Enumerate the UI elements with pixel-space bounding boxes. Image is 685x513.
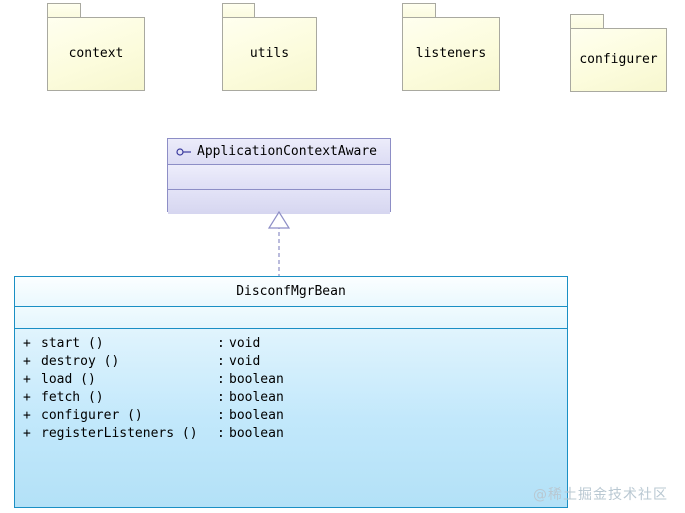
package-tab xyxy=(570,14,604,28)
package-tab xyxy=(402,3,436,17)
method-separator: : xyxy=(217,408,225,423)
method-visibility: + xyxy=(23,390,31,405)
method-return-type: void xyxy=(229,354,261,369)
method-visibility: + xyxy=(23,426,31,441)
interface-applicationcontextaware[interactable]: ApplicationContextAware xyxy=(167,138,391,214)
class-operations-compartment: + start () : void + destroy () : void + … xyxy=(15,329,567,444)
package-context[interactable]: context xyxy=(47,3,145,91)
package-label: listeners xyxy=(415,45,487,61)
package-utils[interactable]: utils xyxy=(222,3,317,91)
method-signature: start () xyxy=(41,336,104,351)
method-row[interactable]: + load () : boolean xyxy=(15,372,567,390)
method-separator: : xyxy=(217,390,225,405)
watermark: @稀土掘金技术社区 xyxy=(533,487,668,503)
interface-operations-compartment xyxy=(168,190,390,214)
package-tab xyxy=(222,3,255,17)
method-signature: load () xyxy=(41,372,96,387)
package-body: utils xyxy=(222,17,317,91)
class-name: DisconfMgrBean xyxy=(236,283,346,299)
package-label: context xyxy=(68,45,124,61)
method-row[interactable]: + configurer () : boolean xyxy=(15,408,567,426)
method-signature: registerListeners () xyxy=(41,426,198,441)
method-visibility: + xyxy=(23,408,31,423)
method-row[interactable]: + destroy () : void xyxy=(15,354,567,372)
package-tab xyxy=(47,3,81,17)
package-label: configurer xyxy=(579,51,658,67)
method-row[interactable]: + start () : void xyxy=(15,336,567,354)
interface-header: ApplicationContextAware xyxy=(168,139,390,165)
method-separator: : xyxy=(217,336,225,351)
interface-lollipop-icon xyxy=(176,147,191,156)
package-label: utils xyxy=(249,45,290,61)
package-body: configurer xyxy=(570,28,667,92)
method-return-type: boolean xyxy=(229,390,284,405)
class-disconfmgrbean[interactable]: DisconfMgrBean + start () : void + destr… xyxy=(14,276,568,508)
method-row[interactable]: + registerListeners () : boolean xyxy=(15,426,567,444)
class-attributes-compartment xyxy=(15,307,567,329)
class-header: DisconfMgrBean xyxy=(15,277,567,307)
method-return-type: void xyxy=(229,336,261,351)
realization-arrow xyxy=(267,210,291,278)
method-signature: destroy () xyxy=(41,354,120,369)
method-visibility: + xyxy=(23,354,31,369)
interface-attributes-compartment xyxy=(168,165,390,190)
method-return-type: boolean xyxy=(229,408,284,423)
method-return-type: boolean xyxy=(229,426,284,441)
method-signature: configurer () xyxy=(41,408,143,423)
method-signature: fetch () xyxy=(41,390,104,405)
package-body: context xyxy=(47,17,145,91)
method-row[interactable]: + fetch () : boolean xyxy=(15,390,567,408)
method-return-type: boolean xyxy=(229,372,284,387)
package-body: listeners xyxy=(402,17,500,91)
method-visibility: + xyxy=(23,336,31,351)
interface-name: ApplicationContextAware xyxy=(197,143,378,159)
method-separator: : xyxy=(217,372,225,387)
method-separator: : xyxy=(217,426,225,441)
realization-hollow-triangle xyxy=(267,210,291,229)
package-listeners[interactable]: listeners xyxy=(402,3,500,91)
method-visibility: + xyxy=(23,372,31,387)
method-separator: : xyxy=(217,354,225,369)
package-configurer[interactable]: configurer xyxy=(570,14,667,92)
